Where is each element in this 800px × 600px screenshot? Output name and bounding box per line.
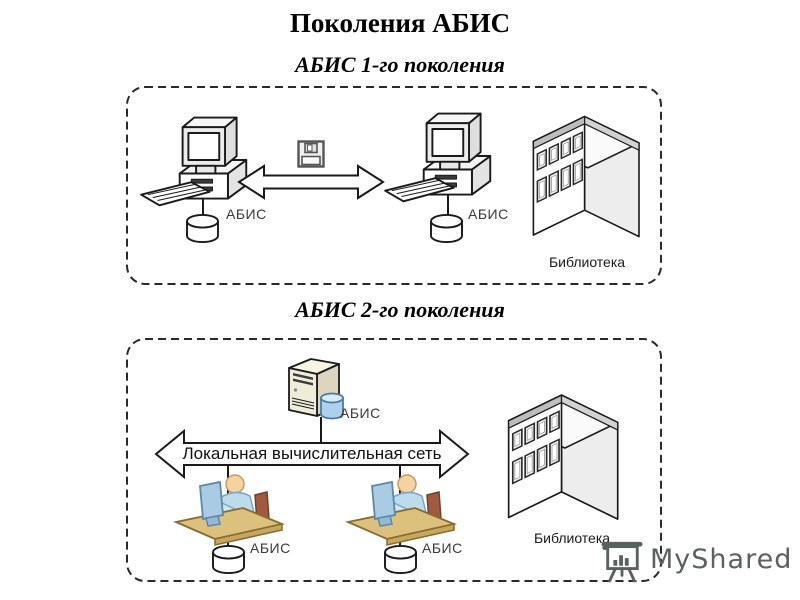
database-icon: [210, 544, 247, 575]
database-icon: [184, 213, 221, 244]
building2-label: Библиотека: [533, 530, 611, 546]
connector-line-pc2-db: [447, 190, 449, 218]
network-label: Локальная вычислительная сеть: [182, 444, 442, 463]
database-icon: [382, 544, 419, 575]
ws1-db-label: АБИС: [250, 540, 291, 556]
workstation-icon: [173, 471, 285, 551]
watermark-text: MyShared: [650, 544, 793, 575]
building-icon: [502, 377, 626, 534]
computer-icon: [380, 102, 506, 210]
connector-line-pc1-db: [202, 192, 204, 218]
page-title: Поколения АБИС: [289, 8, 511, 38]
database-icon: [428, 213, 465, 244]
connector-line-server-network: [320, 417, 322, 444]
server-db-label: АБИС: [340, 405, 381, 421]
building1-label: Библиотека: [548, 254, 626, 270]
section1-heading: АБИС 1-го поколения: [295, 52, 505, 77]
section2-heading: АБИС 2-го поколения: [295, 297, 505, 322]
workstation-icon: [345, 471, 457, 551]
transfer-arrow-icon: [237, 164, 385, 200]
building-icon: [527, 99, 647, 251]
db2-label: АБИС: [468, 206, 509, 222]
generation1-panel: [126, 86, 662, 285]
network-arrow-icon: [154, 428, 470, 480]
server-icon: [283, 354, 347, 424]
db1-label: АБИС: [226, 206, 267, 222]
generation2-panel: [126, 338, 662, 582]
ws2-db-label: АБИС: [422, 540, 463, 556]
myshared-logo-icon: [601, 535, 643, 585]
